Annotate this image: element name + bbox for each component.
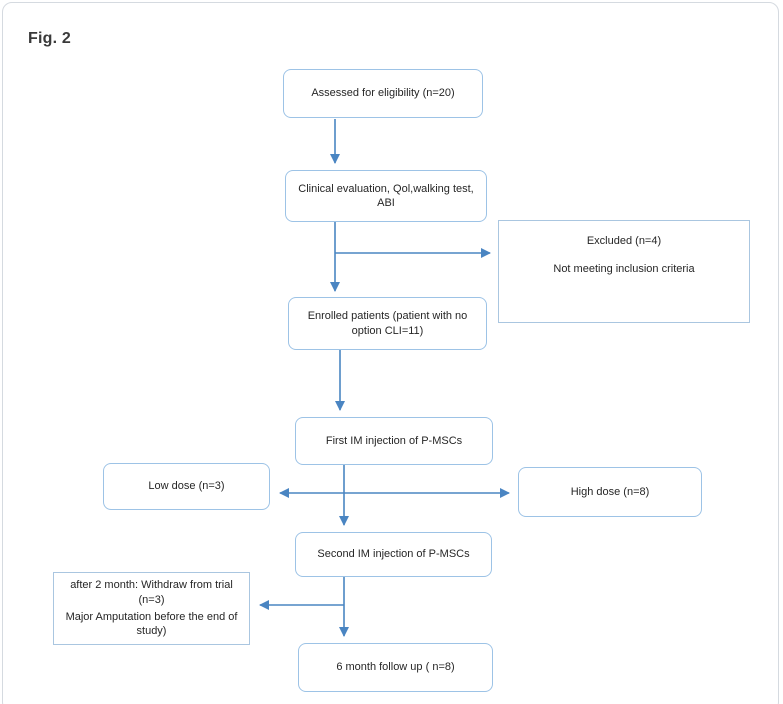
node-assessed-eligibility: Assessed for eligibility (n=20) [283,69,483,118]
node-clinical-evaluation: Clinical evaluation, Qol,walking test, A… [285,170,487,222]
node-low-dose: Low dose (n=3) [103,463,270,510]
node-first-im-injection: First IM injection of P-MSCs [295,417,493,465]
node-withdraw-text-1: after 2 month: Withdraw from trial (n=3) [70,579,233,606]
figure-label: Fig. 2 [28,30,71,47]
node-low-dose-text: Low dose (n=3) [148,480,225,493]
node-enrolled-patients: Enrolled patients (patient with no optio… [288,297,487,350]
node-high-dose: High dose (n=8) [518,467,702,517]
node-withdraw-text-2: Major Amputation before the end of study… [65,611,238,638]
node-excluded: Excluded (n=4) Not meeting inclusion cri… [498,220,750,323]
node-high-dose-text: High dose (n=8) [570,485,650,498]
node-withdraw-from-trial: after 2 month: Withdraw from trial (n=3)… [53,572,250,645]
node-first-inj-text: First IM injection of P-MSCs [325,434,463,447]
node-follow-up-text: 6 month follow up ( n=8) [336,661,455,674]
node-second-im-injection: Second IM injection of P-MSCs [295,532,492,577]
node-clinical-text: Clinical evaluation, Qol,walking test, A… [298,182,474,209]
node-excluded-reason: Not meeting inclusion criteria [553,263,695,276]
node-enrolled-text: Enrolled patients (patient with no optio… [307,310,468,337]
node-assessed-text: Assessed for eligibility (n=20) [311,87,455,100]
node-second-inj-text: Second IM injection of P-MSCs [317,548,470,561]
node-follow-up: 6 month follow up ( n=8) [298,643,493,692]
node-excluded-title: Excluded (n=4) [586,235,662,247]
